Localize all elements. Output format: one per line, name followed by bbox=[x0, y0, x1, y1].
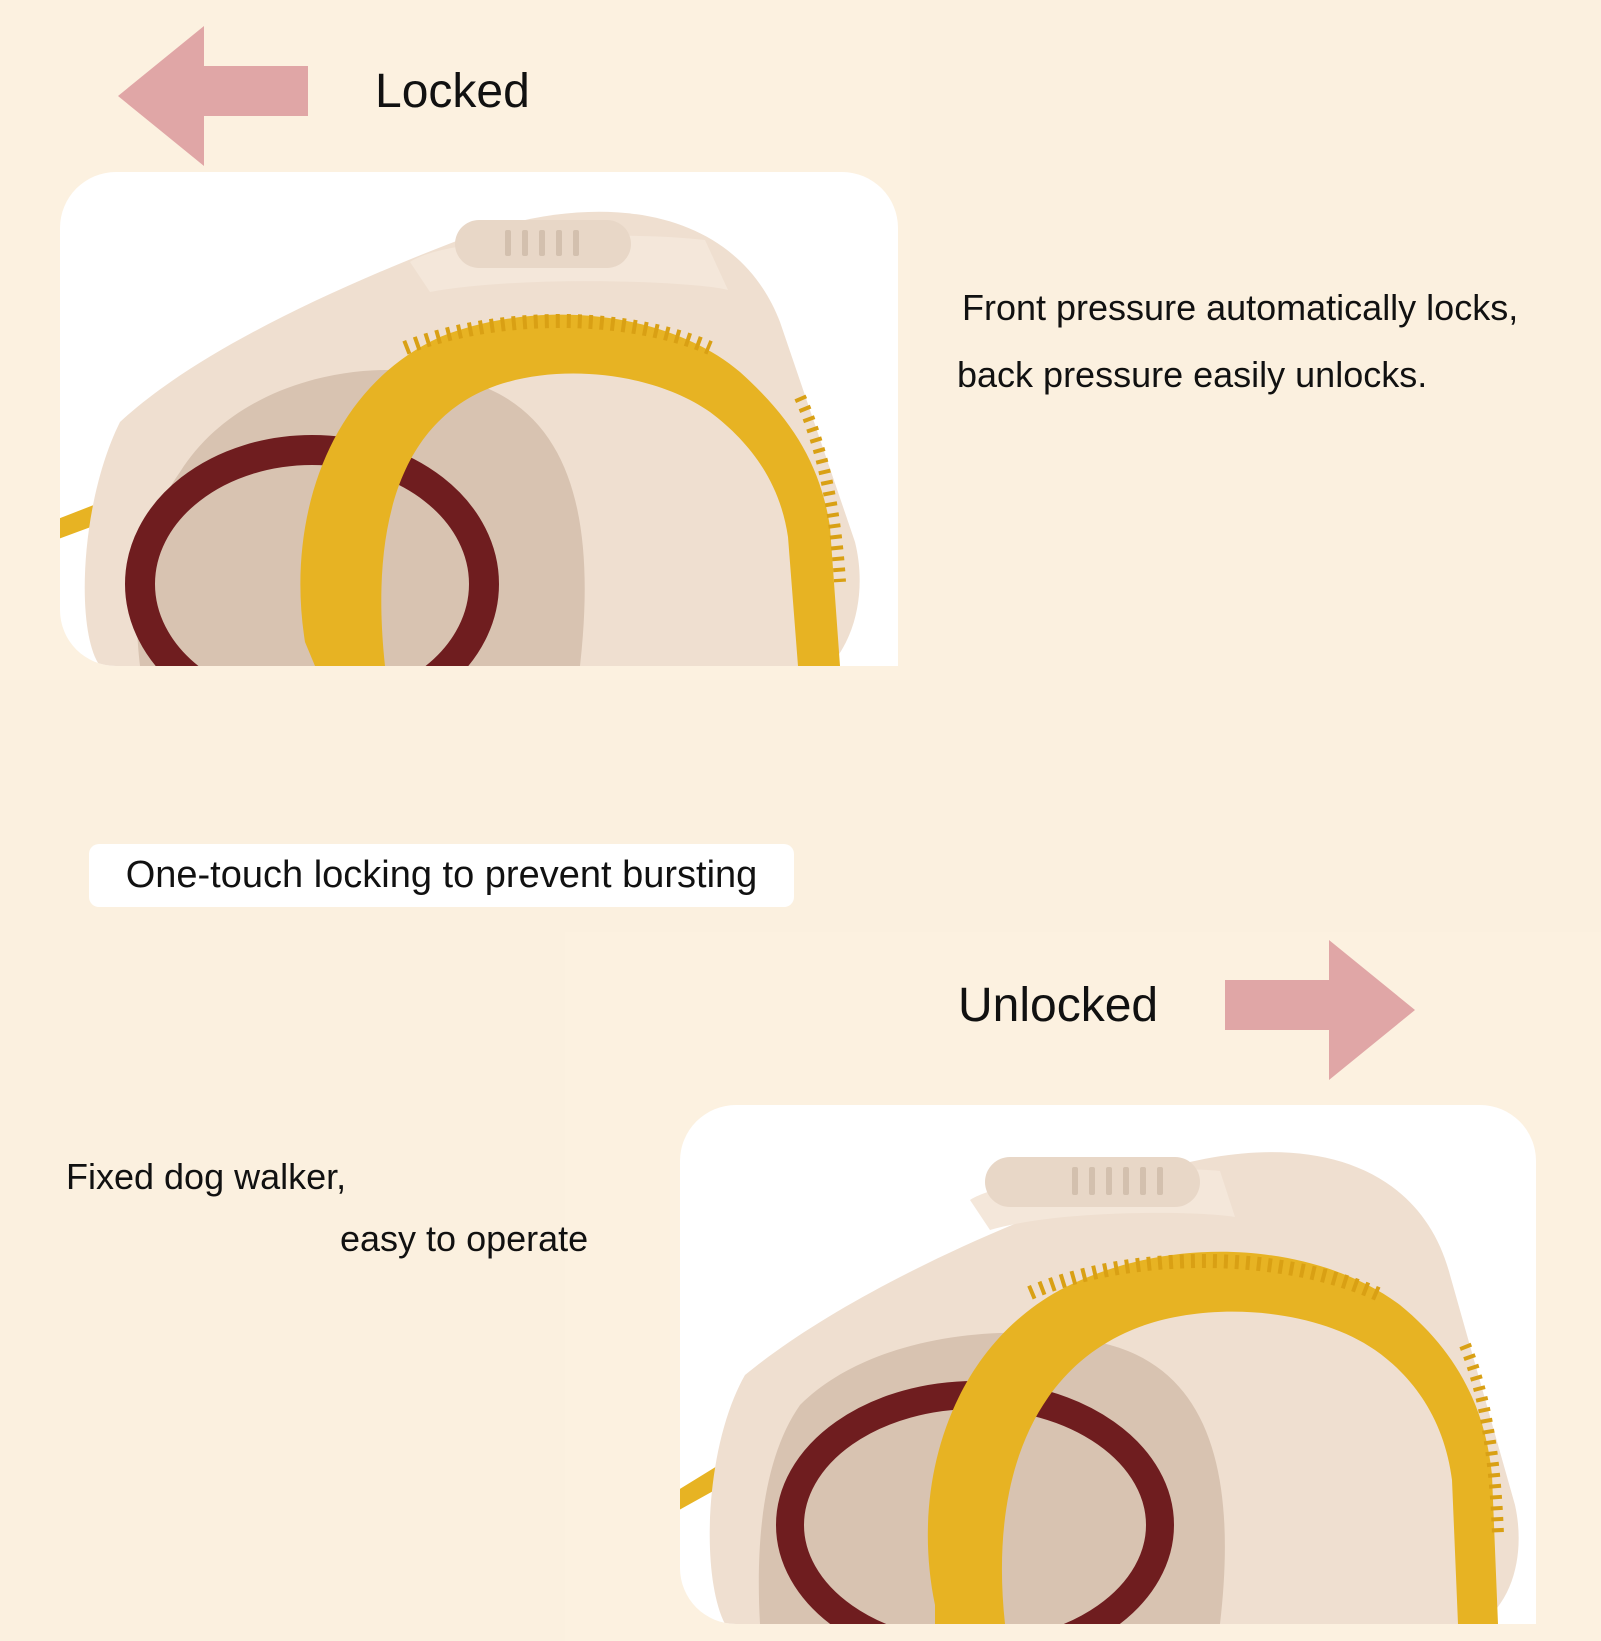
unlocked-description-line-2: easy to operate bbox=[340, 1218, 589, 1259]
unlocked-description-line-1: Fixed dog walker, bbox=[66, 1156, 347, 1197]
leash-device-icon-bottom bbox=[680, 1152, 1519, 1624]
locked-description-line-1: Front pressure automatically locks, bbox=[962, 287, 1519, 328]
unlocked-product-card bbox=[680, 1105, 1536, 1624]
feature-banner: One-touch locking to prevent bursting bbox=[89, 844, 794, 907]
unlocked-heading: Unlocked bbox=[958, 979, 1159, 1032]
left-arrow-icon bbox=[118, 26, 308, 166]
leash-device-icon bbox=[60, 211, 860, 666]
right-arrow-icon bbox=[1225, 940, 1415, 1080]
locked-description-line-2: back pressure easily unlocks. bbox=[957, 354, 1428, 395]
locked-heading: Locked bbox=[375, 65, 530, 118]
locked-product-card bbox=[60, 172, 898, 666]
